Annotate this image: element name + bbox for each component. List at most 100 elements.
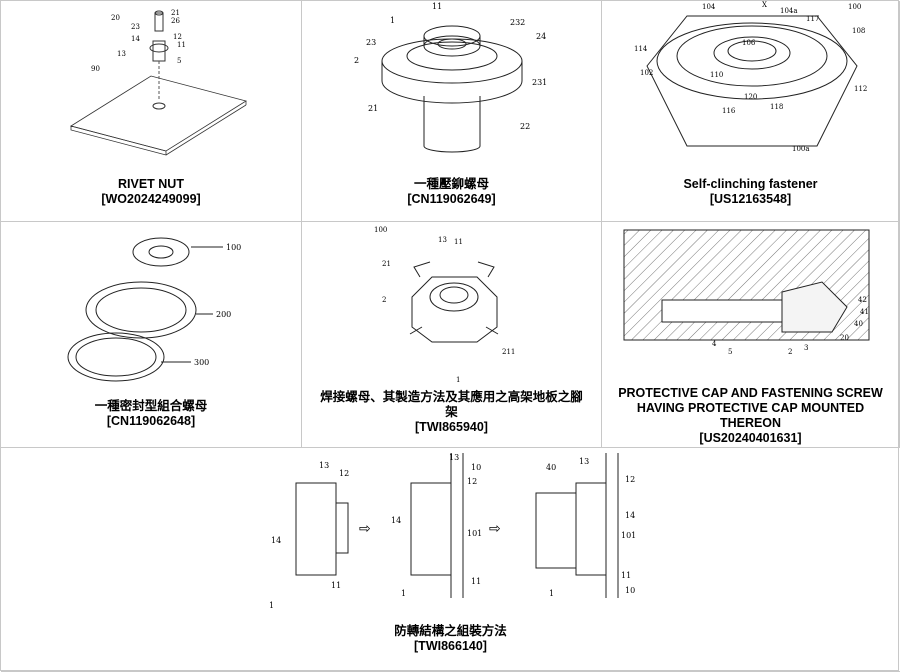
patent-number: [US12163548] bbox=[709, 192, 792, 206]
patent-title: 一種壓鉚螺母 bbox=[413, 177, 489, 191]
svg-text:1: 1 bbox=[456, 376, 460, 384]
svg-text:200: 200 bbox=[216, 310, 231, 319]
step-arrow-icon: ⇨ bbox=[489, 521, 501, 537]
patent-number: [TWI866140] bbox=[414, 639, 487, 653]
svg-text:42: 42 bbox=[858, 296, 867, 304]
anti-rotation-drawing: 13 12 14 11 1 ⇨ 13 10 12 14 101 11 1 ⇨ 4… bbox=[269, 453, 636, 610]
svg-text:14: 14 bbox=[391, 516, 401, 525]
patent-number: [CN119062649] bbox=[407, 192, 496, 206]
svg-text:21: 21 bbox=[382, 260, 391, 268]
svg-text:1: 1 bbox=[549, 589, 554, 598]
svg-text:X: X bbox=[762, 1, 767, 9]
svg-text:2: 2 bbox=[788, 348, 792, 356]
patent-number: [CN119062648] bbox=[106, 414, 196, 428]
svg-text:13: 13 bbox=[449, 453, 459, 462]
svg-text:104a: 104a bbox=[780, 7, 798, 15]
patent-cell-press-rivet-nut[interactable]: 11 1 232 23 24 2 231 21 22 一種壓鉚螺母 [CN119… bbox=[302, 1, 602, 222]
patent-caption: 一種密封型組合螺母 [CN119062648] bbox=[1, 399, 301, 429]
patent-caption: Self-clinching fastener [US12163548] bbox=[602, 177, 899, 207]
svg-text:13: 13 bbox=[579, 457, 589, 466]
patent-cell-weld-nut[interactable]: 100 13 11 21 2 211 1 焊接螺母、其製造方法及其應用之高架地板… bbox=[302, 222, 602, 448]
svg-text:13: 13 bbox=[438, 236, 447, 244]
svg-text:116: 116 bbox=[722, 107, 736, 115]
svg-text:110: 110 bbox=[710, 71, 723, 79]
svg-text:2: 2 bbox=[354, 56, 359, 65]
svg-text:12: 12 bbox=[625, 475, 635, 484]
svg-text:11: 11 bbox=[454, 238, 463, 246]
svg-text:1: 1 bbox=[390, 16, 395, 25]
patent-title: 防轉結構之組裝方法 bbox=[394, 624, 507, 638]
patent-title: PROTECTIVE CAP AND FASTENING SCREW HAVIN… bbox=[618, 386, 883, 430]
svg-text:13: 13 bbox=[319, 461, 329, 470]
svg-text:12: 12 bbox=[467, 477, 477, 486]
svg-text:10: 10 bbox=[625, 586, 635, 595]
svg-text:5: 5 bbox=[177, 57, 181, 65]
rivet-nut-drawing: 20 21 23 26 12 14 11 13 90 5 bbox=[70, 9, 247, 156]
patent-cell-sealed-nut[interactable]: 100 200 300 一種密封型組合螺母 [CN119062648] bbox=[1, 222, 302, 448]
patent-caption: 一種壓鉚螺母 [CN119062649] bbox=[302, 177, 601, 207]
svg-text:11: 11 bbox=[432, 2, 442, 11]
sealed-nut-drawing: 100 200 300 bbox=[67, 237, 241, 382]
patent-number: [WO2024249099] bbox=[101, 192, 201, 206]
svg-text:23: 23 bbox=[366, 38, 376, 47]
svg-text:118: 118 bbox=[770, 103, 783, 111]
patent-number: [TWI865940] bbox=[415, 420, 488, 434]
patent-cell-rivet-nut[interactable]: 20 21 23 26 12 14 11 13 90 5 RIVET NUT [… bbox=[1, 1, 302, 222]
svg-text:5: 5 bbox=[728, 348, 732, 356]
press-rivet-nut-drawing: 11 1 232 23 24 2 231 21 22 bbox=[354, 2, 547, 153]
svg-text:2: 2 bbox=[382, 296, 386, 304]
svg-text:40: 40 bbox=[854, 320, 863, 328]
svg-text:100: 100 bbox=[374, 226, 387, 234]
patent-title: RIVET NUT bbox=[118, 177, 184, 191]
svg-text:100: 100 bbox=[226, 243, 241, 252]
svg-text:20: 20 bbox=[840, 334, 849, 342]
self-clinching-drawing: 104 X 104a 117 100 114 106 108 102 110 1… bbox=[634, 1, 867, 153]
svg-text:41: 41 bbox=[860, 308, 869, 316]
patent-cell-self-clinching[interactable]: 104 X 104a 117 100 114 106 108 102 110 1… bbox=[602, 1, 900, 222]
svg-text:12: 12 bbox=[339, 469, 349, 478]
patent-cell-anti-rotation[interactable]: 13 12 14 11 1 ⇨ 13 10 12 14 101 11 1 ⇨ 4… bbox=[1, 448, 900, 672]
svg-text:24: 24 bbox=[536, 32, 546, 41]
protective-cap-drawing: 4 5 2 3 20 40 41 42 bbox=[623, 229, 870, 356]
patent-title: 一種密封型組合螺母 bbox=[94, 399, 208, 413]
svg-text:120: 120 bbox=[744, 93, 757, 101]
svg-text:14: 14 bbox=[271, 536, 281, 545]
svg-text:11: 11 bbox=[621, 571, 631, 580]
svg-text:14: 14 bbox=[131, 35, 140, 43]
svg-text:21: 21 bbox=[368, 104, 378, 113]
svg-text:104: 104 bbox=[702, 3, 716, 11]
svg-text:100a: 100a bbox=[792, 145, 810, 153]
svg-text:22: 22 bbox=[520, 122, 530, 131]
svg-text:108: 108 bbox=[852, 27, 865, 35]
patent-number: [US20240401631] bbox=[699, 431, 802, 445]
svg-text:106: 106 bbox=[742, 39, 756, 47]
step-arrow-icon: ⇨ bbox=[359, 521, 371, 537]
weld-nut-drawing: 100 13 11 21 2 211 1 bbox=[374, 226, 515, 384]
svg-text:10: 10 bbox=[471, 463, 481, 472]
svg-text:11: 11 bbox=[471, 577, 481, 586]
svg-text:102: 102 bbox=[640, 69, 653, 77]
patent-title: 焊接螺母、其製造方法及其應用之高架地板之腳架 bbox=[320, 390, 583, 419]
patent-caption: PROTECTIVE CAP AND FASTENING SCREW HAVIN… bbox=[602, 386, 899, 446]
svg-text:4: 4 bbox=[712, 340, 717, 348]
svg-text:231: 231 bbox=[532, 78, 547, 87]
patent-caption: RIVET NUT [WO2024249099] bbox=[1, 177, 301, 207]
svg-text:90: 90 bbox=[91, 65, 100, 73]
svg-text:11: 11 bbox=[331, 581, 341, 590]
svg-text:11: 11 bbox=[177, 41, 186, 49]
svg-text:100: 100 bbox=[848, 3, 861, 11]
patent-caption: 焊接螺母、其製造方法及其應用之高架地板之腳架 [TWI865940] bbox=[302, 390, 601, 435]
patent-caption: 防轉結構之組裝方法 [TWI866140] bbox=[1, 624, 900, 654]
svg-text:13: 13 bbox=[117, 50, 126, 58]
patent-title: Self-clinching fastener bbox=[683, 177, 818, 191]
svg-text:1: 1 bbox=[269, 601, 274, 610]
svg-text:114: 114 bbox=[634, 45, 648, 53]
svg-text:101: 101 bbox=[621, 531, 636, 540]
svg-text:300: 300 bbox=[194, 358, 209, 367]
patent-cell-protective-cap[interactable]: 4 5 2 3 20 40 41 42 PROTECTIVE CAP AND F… bbox=[602, 222, 900, 448]
svg-text:3: 3 bbox=[804, 344, 808, 352]
svg-text:112: 112 bbox=[854, 85, 867, 93]
svg-text:117: 117 bbox=[806, 15, 819, 23]
svg-text:1: 1 bbox=[401, 589, 406, 598]
